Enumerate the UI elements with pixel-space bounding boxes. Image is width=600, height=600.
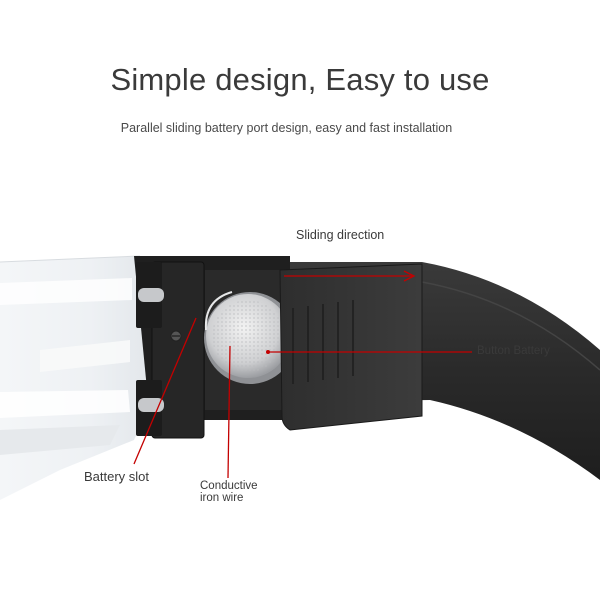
battery-slot-label: Battery slot [84, 469, 150, 484]
clear-lens [0, 255, 150, 500]
page-title: Simple design, Easy to use [110, 62, 490, 97]
battery-slot-leader [133, 317, 197, 465]
battery-slot-frame [136, 261, 205, 439]
page-subtitle: Parallel sliding battery port design, ea… [120, 121, 453, 135]
sliding-direction-label: Sliding direction [296, 228, 385, 242]
coin-battery [204, 291, 296, 384]
conductive-wire-label-line2: iron wire [200, 492, 244, 504]
sliding-cover [279, 263, 423, 431]
conductive-wire-label: Conductive iron wire [200, 480, 290, 504]
button-battery-label: Button Battery [477, 345, 550, 357]
sliding-direction-arrowhead [403, 270, 416, 282]
conductive-wire-leader [227, 345, 231, 479]
conductive-wire-label-line1: Conductive [200, 480, 258, 492]
callout-lines [133, 270, 472, 479]
